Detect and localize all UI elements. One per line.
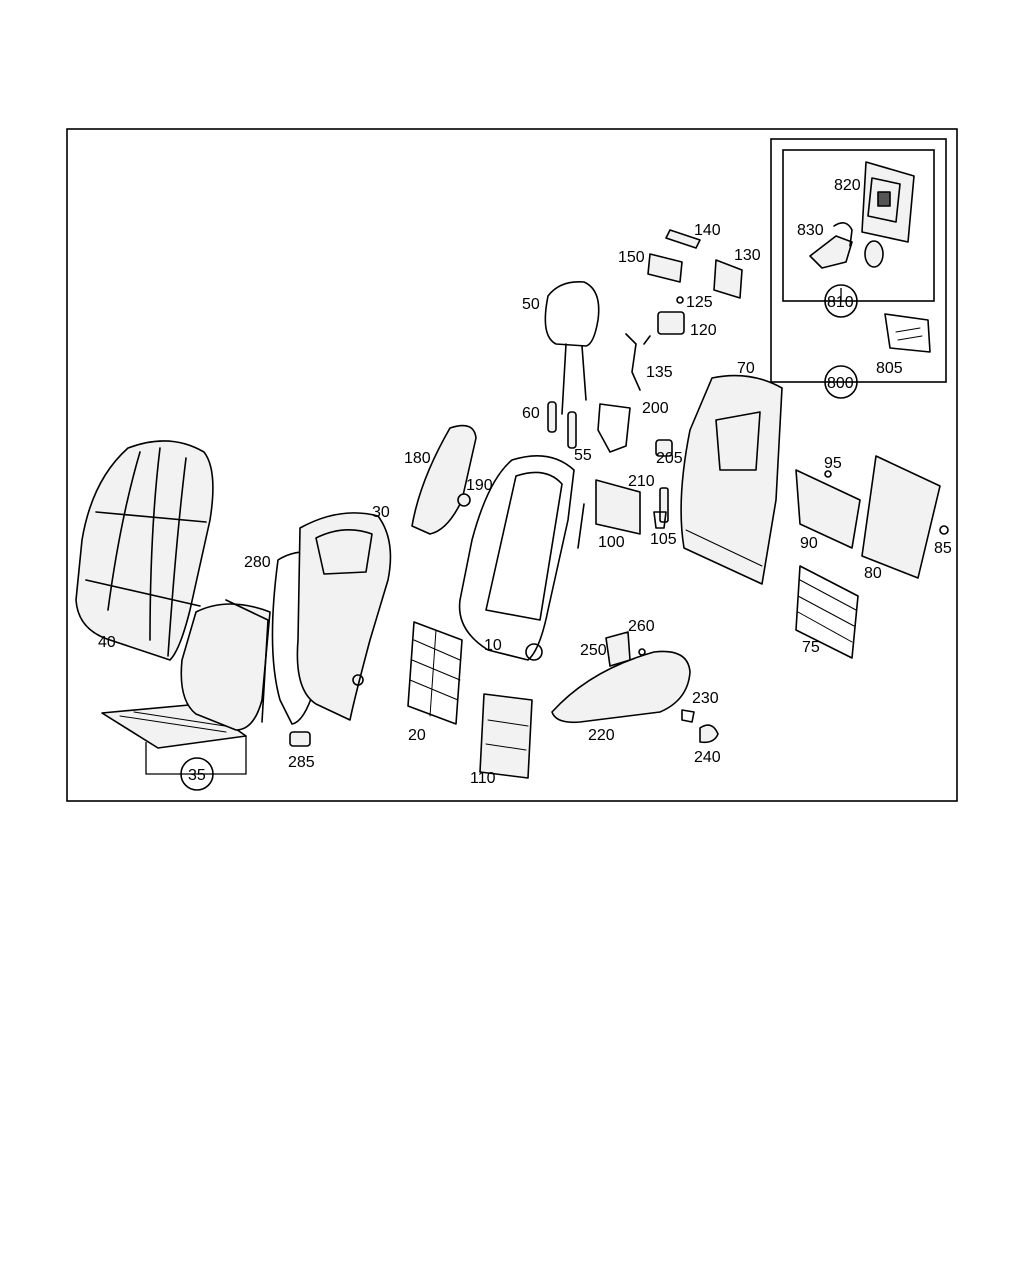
label-95: 95 (824, 455, 842, 472)
part-285-shape (289, 731, 311, 747)
label-85: 85 (934, 540, 952, 557)
part-75-shape (795, 565, 859, 659)
label-810: 810 (827, 294, 854, 311)
label-75: 75 (802, 639, 820, 656)
part-80-shape (861, 455, 941, 579)
part-210-shape (659, 487, 669, 523)
part-180-shape (411, 424, 477, 535)
label-285: 285 (288, 754, 315, 771)
inset-outer-box (770, 138, 947, 383)
label-200: 200 (642, 400, 669, 417)
label-125: 125 (686, 294, 713, 311)
inset-kit-box (770, 138, 947, 399)
label-20: 20 (408, 727, 426, 744)
part-60-shape (547, 401, 557, 433)
label-230: 230 (692, 690, 719, 707)
part-130-shape (713, 259, 743, 299)
label-90: 90 (800, 535, 818, 552)
inset-inner-box (782, 149, 935, 302)
label-820: 820 (834, 177, 861, 194)
label-80: 80 (864, 565, 882, 582)
label-260: 260 (628, 618, 655, 635)
label-140: 140 (694, 222, 721, 239)
part-105-shape (653, 511, 667, 529)
label-805: 805 (876, 360, 903, 377)
part-100-rod-shape (577, 503, 585, 549)
part-85-shape (939, 525, 949, 535)
label-55: 55 (574, 447, 592, 464)
part-70-shape (680, 374, 783, 585)
label-190: 190 (466, 477, 493, 494)
label-135: 135 (646, 364, 673, 381)
part-190-shape (457, 493, 471, 507)
part-40-shape (75, 440, 214, 661)
label-30: 30 (372, 504, 390, 521)
part-820-shape (861, 161, 915, 243)
callout-circle-800 (824, 365, 858, 399)
label-800: 800 (827, 375, 854, 392)
part-95-shape (824, 470, 832, 478)
part-90-shape (795, 469, 861, 549)
leader-35 (145, 736, 247, 775)
part-805-shape (884, 313, 931, 353)
label-205: 205 (656, 450, 683, 467)
label-250: 250 (580, 642, 607, 659)
label-100: 100 (598, 534, 625, 551)
label-40: 40 (98, 634, 116, 651)
label-180: 180 (404, 450, 431, 467)
label-35: 35 (188, 767, 206, 784)
part-120-shape (657, 311, 685, 335)
part-200-shape (597, 403, 631, 453)
part-140-shape (665, 229, 701, 249)
callout-circle-810 (824, 284, 858, 318)
label-110: 110 (470, 770, 496, 787)
label-830: 830 (797, 222, 824, 239)
part-135-shape (625, 333, 651, 391)
label-210: 210 (628, 473, 655, 490)
part-30-shape (296, 512, 392, 721)
label-10: 10 (484, 637, 502, 654)
label-120: 120 (690, 322, 717, 339)
label-280: 280 (244, 554, 271, 571)
part-110-shape (479, 693, 533, 779)
part-100-shape (595, 479, 641, 535)
label-70: 70 (737, 360, 755, 377)
part-230-shape (681, 709, 695, 723)
part-20-shape (407, 621, 463, 725)
diagram-frame (66, 128, 958, 802)
part-260-shape (638, 648, 646, 656)
label-240: 240 (694, 749, 721, 766)
part-125-shape (676, 296, 684, 304)
label-60: 60 (522, 405, 540, 422)
part-50-shape (544, 280, 600, 415)
label-130: 130 (734, 247, 761, 264)
label-105: 105 (650, 531, 677, 548)
label-220: 220 (588, 727, 615, 744)
part-280-shape (180, 599, 271, 731)
part-220-shape (551, 650, 691, 724)
part-55-shape (567, 411, 577, 449)
label-150: 150 (618, 249, 645, 266)
callout-circle-35 (180, 757, 214, 791)
part-10-shape (458, 454, 575, 661)
part-205-shape (655, 439, 673, 457)
label-50: 50 (522, 296, 540, 313)
part-830-shape (809, 222, 884, 269)
part-150-shape (647, 253, 683, 283)
part-240-shape (699, 724, 719, 744)
